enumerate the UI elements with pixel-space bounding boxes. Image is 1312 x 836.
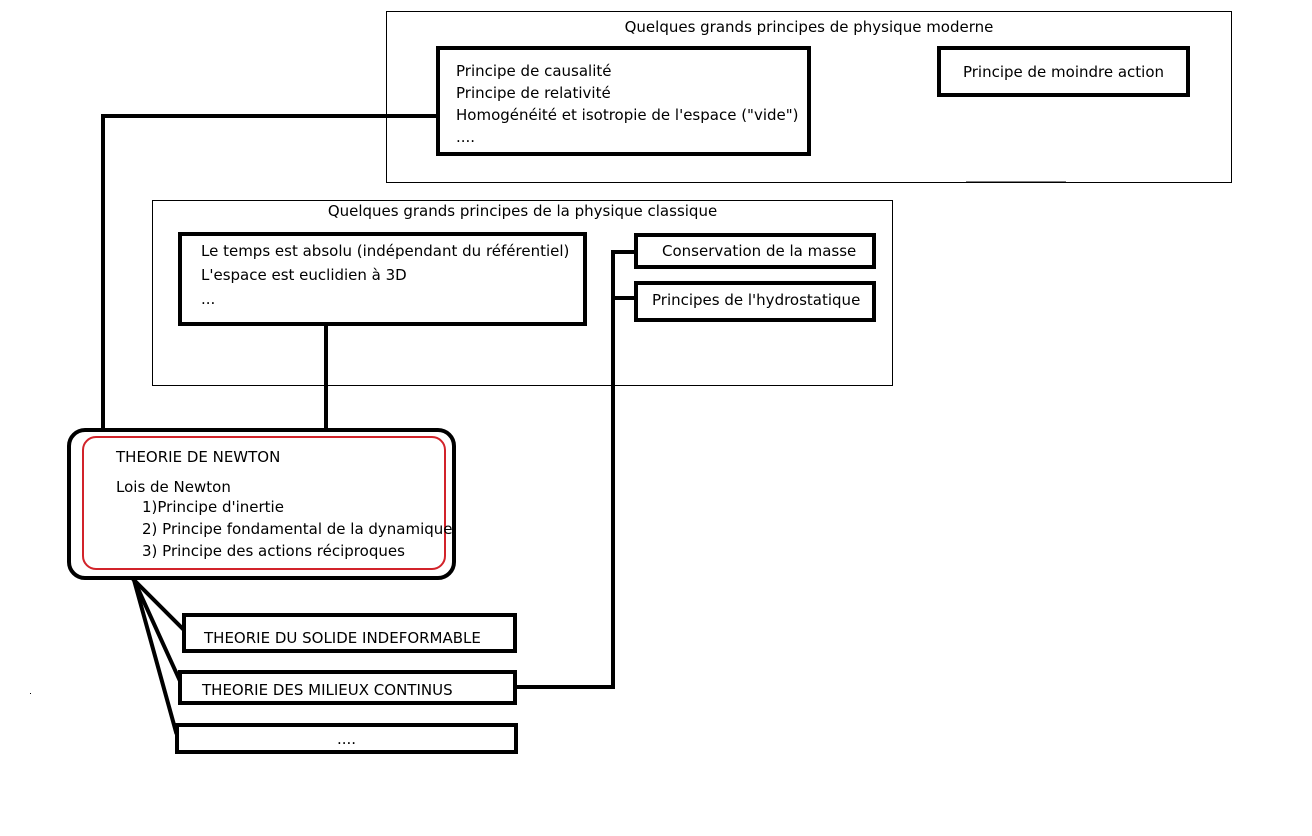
rigid-solid-theory-label: THEORIE DU SOLIDE INDEFORMABLE [204,629,481,647]
connector-newton-solid [131,577,187,633]
least-action-label: Principe de moindre action [962,62,1165,81]
modern-principles-box: Principe de causalité Principe de relati… [436,46,811,156]
continuous-media-theory-box: THEORIE DES MILIEUX CONTINUS [178,670,517,705]
principle-absolute-time: Le temps est absolu (indépendant du réfé… [201,242,570,260]
newton-theory-title: THEORIE DE NEWTON [116,448,281,466]
newton-laws-heading: Lois de Newton [116,478,231,496]
principle-euclidean-space: L'espace est euclidien à 3D [201,266,407,284]
connector-continuous-classical [514,250,638,689]
mass-conservation-box: Conservation de la masse [634,233,876,269]
hydrostatics-label: Principes de l'hydrostatique [652,291,861,309]
connector-newton-continuous [131,577,183,684]
stray-dot [30,693,31,694]
mass-conservation-label: Conservation de la masse [662,242,857,260]
other-theories-box: .... [175,723,518,754]
least-action-box: Principe de moindre action [937,46,1190,97]
classical-principles-title: Quelques grands principes de la physique… [327,202,718,220]
principle-homogeneity: Homogénéité et isotropie de l'espace ("v… [456,106,799,124]
principle-causality: Principe de causalité [456,62,612,80]
principle-classical-more: ... [201,290,216,308]
connector-newton-modern [101,114,440,432]
continuous-media-theory-label: THEORIE DES MILIEUX CONTINUS [202,681,453,699]
newton-law-inertia: 1)Principe d'inertie [142,498,284,516]
classical-principles-frame: Quelques grands principes de la physique… [152,200,893,386]
principle-more: .... [456,128,476,146]
modern-principles-title: Quelques grands principes de physique mo… [624,18,994,36]
modern-principles-frame: Quelques grands principes de physique mo… [386,11,1232,183]
newton-law-dynamics: 2) Principe fondamental de la dynamique [142,520,453,538]
connector-newton-more [131,577,179,735]
principle-relativity: Principe de relativité [456,84,611,102]
newton-law-reciprocal: 3) Principe des actions réciproques [142,542,405,560]
rigid-solid-theory-box: THEORIE DU SOLIDE INDEFORMABLE [182,613,517,653]
other-theories-label: .... [336,729,357,748]
newton-theory-box [67,428,456,580]
classical-principles-box: Le temps est absolu (indépendant du réfé… [178,232,587,326]
newton-theory-inner: THEORIE DE NEWTON Lois de Newton 1)Princ… [82,436,453,570]
hydrostatics-box: Principes de l'hydrostatique [634,281,876,322]
